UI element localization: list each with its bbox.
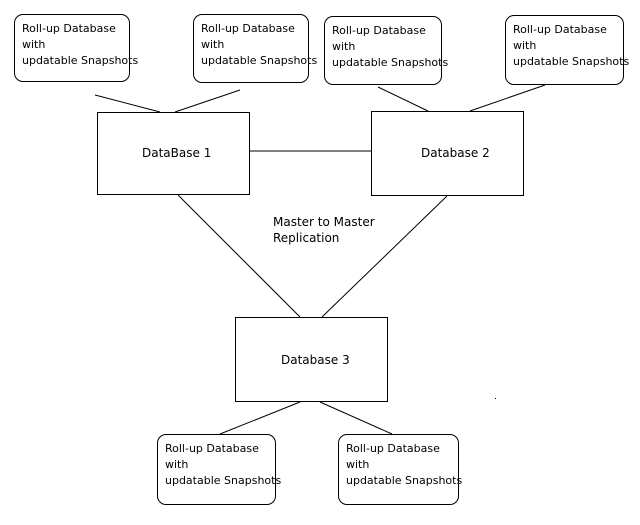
- rollup-label-line-2: with: [513, 39, 537, 52]
- replication-label: Master to Master Replication: [273, 214, 375, 246]
- rollup-db-top-right: Roll-up Database with updatable Snapshot…: [505, 15, 630, 85]
- rollup-label-line-1: Roll-up Database: [22, 22, 116, 35]
- connector-db1-to-db3: [177, 194, 301, 318]
- rollup-label-line-2: with: [165, 458, 189, 471]
- database-3: Database 3: [235, 317, 388, 402]
- rollup-label-line-1: Roll-up Database: [332, 24, 426, 37]
- rollup-label-line-3: updatable Snapshots: [201, 54, 318, 67]
- database-1-label: DataBase 1: [142, 146, 212, 160]
- connector-db3-to-rollup-bottom-right: [319, 401, 393, 435]
- rollup-label-line-1: Roll-up Database: [165, 442, 259, 455]
- connector-rollup-top-right-to-db2: [469, 84, 546, 112]
- database-1: DataBase 1: [97, 112, 250, 195]
- rollup-label-line-2: with: [22, 38, 46, 51]
- stray-dot: [495, 398, 496, 399]
- rollup-db-top-mid-left: Roll-up Database with updatable Snapshot…: [193, 14, 318, 83]
- rollup-label-line-3: updatable Snapshots: [513, 55, 630, 68]
- rollup-label-line-1: Roll-up Database: [201, 22, 295, 35]
- rollup-label-line-2: with: [332, 40, 356, 53]
- replication-label-line-1: Master to Master: [273, 215, 375, 229]
- rollup-db-bottom-left: Roll-up Database with updatable Snapshot…: [157, 434, 282, 505]
- rollup-label-line-3: updatable Snapshots: [165, 474, 282, 487]
- rollup-db-top-left: Roll-up Database with updatable Snapshot…: [14, 14, 139, 82]
- connector-db3-to-rollup-bottom-left: [219, 401, 301, 435]
- connector-db2-to-db3: [321, 195, 448, 318]
- rollup-label-line-2: with: [201, 38, 225, 51]
- replication-label-line-2: Replication: [273, 231, 340, 245]
- rollup-label-line-3: updatable Snapshots: [346, 474, 463, 487]
- rollup-label-line-3: updatable Snapshots: [22, 54, 139, 67]
- database-2: Database 2: [371, 111, 524, 196]
- connector-rollup-top-left-to-db1: [94, 94, 161, 113]
- rollup-db-bottom-right: Roll-up Database with updatable Snapshot…: [338, 434, 463, 505]
- rollup-label-line-1: Roll-up Database: [346, 442, 440, 455]
- rollup-label-line-3: updatable Snapshots: [332, 56, 449, 69]
- connector-rollup-top-mid-left-to-db1: [174, 89, 241, 113]
- rollup-label-line-1: Roll-up Database: [513, 23, 607, 36]
- database-3-label: Database 3: [281, 353, 350, 367]
- rollup-label-line-2: with: [346, 458, 370, 471]
- rollup-db-top-mid-right: Roll-up Database with updatable Snapshot…: [324, 16, 449, 85]
- database-2-label: Database 2: [421, 146, 490, 160]
- connector-rollup-top-mid-right-to-db2: [377, 86, 429, 112]
